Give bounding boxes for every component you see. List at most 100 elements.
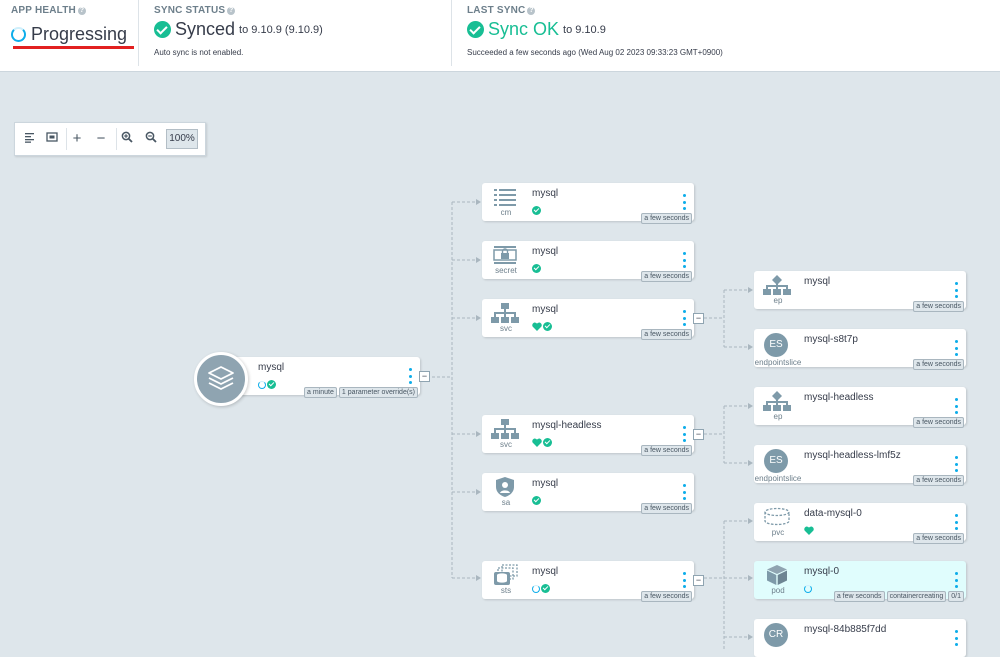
- age-tag: a few seconds: [833, 591, 885, 602]
- resource-name: mysql: [532, 246, 559, 257]
- help-icon[interactable]: ?: [227, 7, 236, 15]
- resource-menu-button[interactable]: [954, 456, 958, 472]
- app-health-section[interactable]: APP HEALTH? Progressing: [0, 0, 138, 66]
- resource-kind: sa: [501, 498, 511, 507]
- progressing-icon: [11, 27, 26, 42]
- resource-menu-button[interactable]: [682, 484, 686, 500]
- resource-name: mysql-headless: [804, 392, 874, 403]
- resource-menu-button[interactable]: [682, 310, 686, 326]
- header-divider: [138, 0, 139, 66]
- zoom-in-icon[interactable]: [117, 129, 137, 149]
- resource-menu-button[interactable]: [954, 514, 958, 530]
- synced-icon: [541, 584, 550, 594]
- header-divider: [451, 0, 452, 66]
- resource-menu-button[interactable]: [682, 252, 686, 268]
- resource-node-cm[interactable]: cm mysql a few seconds: [482, 183, 694, 224]
- last-sync-detail: Succeeded a few seconds ago (Wed Aug 02 …: [467, 48, 723, 57]
- resource-node-svc-mysql-headless[interactable]: svc mysql-headless a few seconds −: [482, 415, 704, 456]
- collapse-button[interactable]: −: [419, 371, 430, 382]
- zoom-out-icon[interactable]: [141, 129, 161, 149]
- expand-all-button[interactable]: +: [72, 130, 82, 147]
- age-tag: a few seconds: [641, 503, 692, 514]
- resource-kind: sts: [500, 586, 512, 595]
- age-tag: a few seconds: [913, 301, 964, 312]
- synced-icon: [532, 264, 541, 274]
- collapse-button[interactable]: −: [693, 575, 704, 586]
- collapse-button[interactable]: −: [693, 429, 704, 440]
- endpoints-icon: [762, 274, 792, 296]
- resource-menu-button[interactable]: [682, 194, 686, 210]
- age-tag: a few seconds: [641, 329, 692, 340]
- resource-node-sa[interactable]: sa mysql a few seconds: [482, 473, 694, 514]
- app-menu-button[interactable]: [408, 368, 412, 384]
- status-header: APP HEALTH? Progressing SYNC STATUS? Syn…: [0, 0, 1000, 72]
- sync-status-detail: Auto sync is not enabled.: [154, 48, 244, 57]
- resource-menu-button[interactable]: [682, 426, 686, 442]
- progressing-icon: [804, 584, 812, 593]
- resource-node-sts[interactable]: sts mysql a few seconds −: [482, 561, 704, 602]
- resource-node-es-mysql-headless[interactable]: ES endpointslice mysql-headless-lmf5z a …: [754, 445, 966, 486]
- age-tag: a few seconds: [913, 533, 964, 544]
- progressing-icon: [258, 380, 266, 389]
- secret-icon: [490, 244, 520, 266]
- resource-node-svc-mysql[interactable]: svc mysql a few seconds −: [482, 299, 704, 340]
- resource-name: mysql-0: [804, 566, 840, 577]
- service-account-icon: [490, 476, 520, 498]
- graph-toolbar: + − 100%: [14, 122, 206, 156]
- parameter-override-tag: 1 parameter override(s): [338, 387, 418, 398]
- fit-to-screen-icon[interactable]: [42, 129, 62, 149]
- resource-name: mysql: [804, 276, 831, 287]
- age-tag: a minute: [304, 387, 337, 398]
- age-tag: a few seconds: [913, 417, 964, 428]
- resource-kind: endpointslice: [754, 474, 802, 483]
- synced-check-icon: [154, 21, 171, 38]
- resource-menu-button[interactable]: [954, 282, 958, 298]
- resource-menu-button[interactable]: [954, 572, 958, 588]
- sync-status-value: Synced: [175, 19, 236, 39]
- healthy-heart-icon: [804, 526, 814, 536]
- collapse-button[interactable]: −: [693, 313, 704, 324]
- healthy-heart-icon: [532, 438, 542, 448]
- zoom-level[interactable]: 100%: [166, 129, 198, 149]
- age-tag: a few seconds: [641, 213, 692, 224]
- help-icon[interactable]: ?: [527, 7, 536, 15]
- controller-revision-badge-icon: CR: [764, 623, 788, 647]
- synced-icon: [543, 438, 552, 448]
- resource-node-ep-mysql-headless[interactable]: ep mysql-headless a few seconds: [754, 387, 966, 428]
- resource-status: [532, 580, 551, 594]
- resource-status: [804, 580, 813, 593]
- resource-node-secret[interactable]: secret mysql a few seconds: [482, 241, 694, 282]
- resource-node-es-mysql[interactable]: ES endpointslice mysql-s8t7p a few secon…: [754, 329, 966, 370]
- toolbar-divider: [66, 128, 67, 150]
- resource-name: data-mysql-0: [804, 508, 862, 519]
- resource-kind: pod: [771, 586, 785, 595]
- age-tag: a few seconds: [913, 359, 964, 370]
- resource-menu-button[interactable]: [954, 398, 958, 414]
- resource-name: mysql: [532, 188, 559, 199]
- age-tag: a few seconds: [641, 271, 692, 282]
- resource-node-cr[interactable]: CR mysql-84b885f7dd: [754, 619, 966, 657]
- resource-menu-button[interactable]: [954, 630, 958, 646]
- toolbar-divider: [116, 128, 117, 150]
- resource-menu-button[interactable]: [954, 340, 958, 356]
- collapse-all-button[interactable]: −: [96, 130, 106, 147]
- resource-node-ep-mysql[interactable]: ep mysql a few seconds: [754, 271, 966, 312]
- resource-menu-button[interactable]: [682, 572, 686, 588]
- resource-name: mysql-headless: [532, 420, 602, 431]
- resource-status: [532, 318, 553, 332]
- resource-status: [532, 260, 542, 274]
- resource-status: [532, 492, 542, 506]
- endpointslice-badge-icon: ES: [764, 449, 788, 473]
- last-sync-label: LAST SYNC?: [467, 5, 536, 16]
- resource-node-pvc[interactable]: pvc data-mysql-0 a few seconds: [754, 503, 966, 544]
- resource-kind: cm: [500, 208, 512, 217]
- help-icon[interactable]: ?: [77, 7, 86, 15]
- resource-name: mysql: [532, 566, 559, 577]
- statefulset-icon: [490, 564, 520, 586]
- list-view-icon[interactable]: [20, 129, 40, 149]
